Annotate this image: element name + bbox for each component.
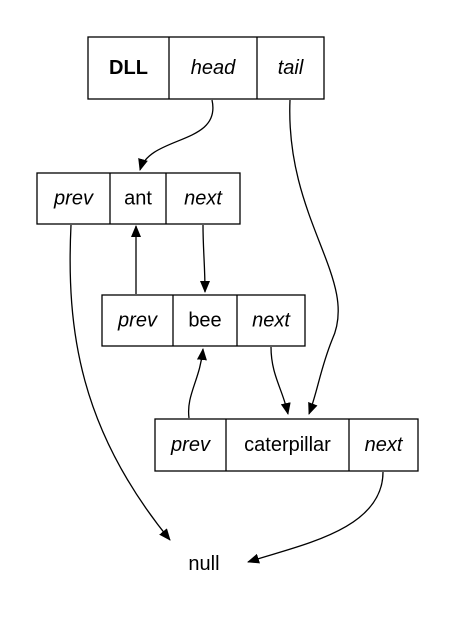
bee-next-pointer-arrow	[270, 346, 291, 415]
head-pointer-arrow	[138, 99, 214, 171]
node-ant-value: ant	[124, 188, 152, 210]
tail-pointer-arrow	[289, 99, 339, 415]
node-caterpillar-prev-field: prev	[170, 434, 211, 456]
node-bee-value: bee	[188, 310, 221, 332]
caterpillar-next-pointer-arrow	[247, 471, 384, 564]
dll-tail-field: tail	[278, 57, 304, 79]
node-caterpillar-next-field: next	[365, 434, 404, 456]
node-bee: prev bee next	[101, 294, 306, 347]
node-ant-next-field: next	[184, 188, 223, 210]
node-caterpillar-value: caterpillar	[244, 434, 331, 456]
node-bee-next-field: next	[252, 310, 291, 332]
caterpillar-prev-pointer-arrow	[187, 348, 207, 419]
dll-title: DLL	[109, 57, 148, 79]
ant-next-pointer-arrow	[199, 224, 210, 293]
node-caterpillar: prev caterpillar next	[154, 418, 419, 472]
dll-head-field: head	[191, 57, 236, 79]
dll-record: DLL head tail	[87, 36, 325, 100]
node-ant: prev ant next	[36, 172, 241, 225]
node-bee-prev-field: prev	[117, 310, 158, 332]
node-ant-prev-field: prev	[53, 188, 94, 210]
ant-prev-pointer-arrow	[69, 224, 171, 541]
null-label: null	[188, 553, 219, 575]
